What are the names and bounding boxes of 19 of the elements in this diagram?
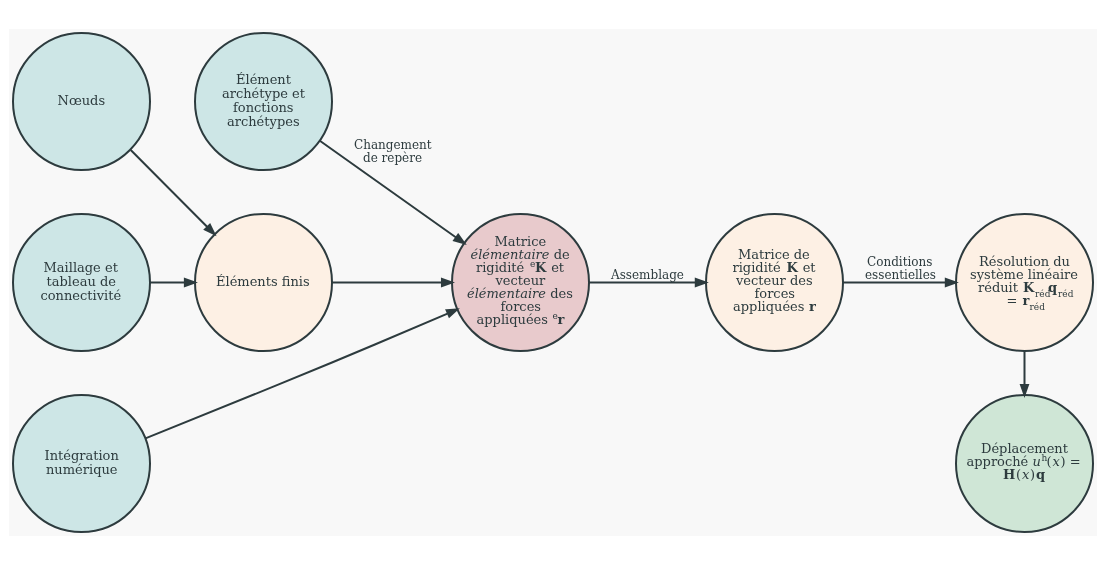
node-circle: Nœuds bbox=[12, 31, 151, 171]
arrow bbox=[588, 277, 709, 287]
node-circle: Élément archétype et fonctions archétypes bbox=[194, 31, 333, 171]
arrow bbox=[318, 139, 467, 245]
arrow bbox=[129, 148, 217, 236]
arrow bbox=[144, 307, 460, 439]
node-circle: Déplacement approché u$^{h}$(x) = H(x)q bbox=[955, 393, 1094, 533]
edge-label: Conditions essentielles bbox=[865, 254, 936, 282]
node-circle: Maillage et tableau de connectivité bbox=[12, 212, 151, 352]
edge-label: Changement de repère bbox=[354, 137, 432, 165]
arrow bbox=[331, 277, 455, 287]
node-circle: Éléments finis bbox=[194, 212, 333, 352]
edge-label: Assemblage bbox=[611, 267, 684, 282]
node-circle: Résolution du système linéaire réduit K$_{réd}$q$_{réd}$ = r$_{réd}$ bbox=[955, 212, 1094, 352]
arrow bbox=[842, 277, 959, 287]
arrow bbox=[1019, 349, 1030, 398]
node-circle: Matrice de rigidité K et vecteur des forces appliquées r bbox=[705, 212, 844, 352]
arrow bbox=[149, 277, 198, 287]
node-circle: Intégration numérique bbox=[12, 393, 151, 533]
